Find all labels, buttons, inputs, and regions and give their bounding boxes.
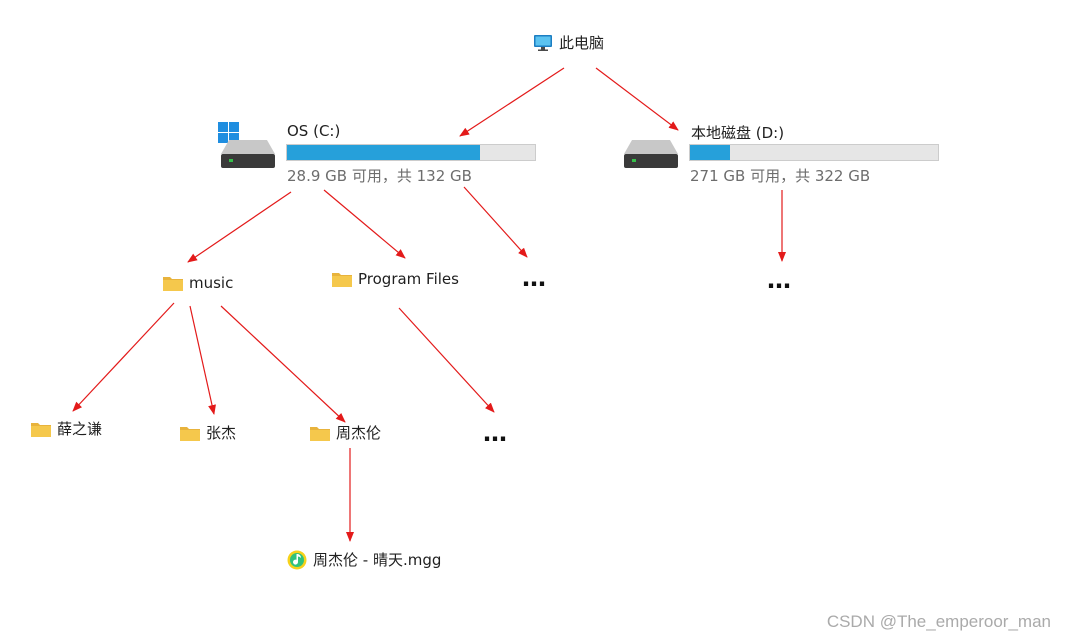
arrow-c-to-program-files: [323, 189, 406, 259]
drive-c-usage-text: 28.9 GB 可用，共 132 GB: [287, 167, 472, 185]
folder-zhang-label: 张杰: [206, 424, 237, 442]
folder-zhou-label: 周杰伦: [336, 424, 382, 442]
folder-icon: [163, 277, 183, 291]
arrow-pf-to-more: [398, 307, 495, 413]
hard-drive-icon: [624, 140, 678, 168]
folder-icon: [31, 423, 51, 437]
drive-c-usage-fill: [287, 145, 481, 160]
arrow-root-to-d: [595, 67, 679, 131]
drive-d-usage-fill: [690, 145, 730, 160]
folder-zhang[interactable]: 张杰: [180, 424, 236, 442]
folder-icon: [180, 427, 200, 441]
folder-icon: [332, 273, 352, 287]
windows-logo-icon: [218, 122, 239, 143]
hard-drive-icon: [221, 140, 275, 168]
folder-xue[interactable]: 薛之谦: [31, 420, 102, 438]
folder-zhou[interactable]: 周杰伦: [310, 424, 381, 442]
root-node[interactable]: 此电脑: [533, 34, 604, 52]
arrow-music-to-xue: [72, 302, 175, 412]
more-pf-ellipsis: …: [483, 419, 508, 447]
arrow-music-to-zhou: [220, 305, 346, 423]
drive-d-usage-text: 271 GB 可用，共 322 GB: [690, 167, 871, 185]
drive-d-usage-bar: [689, 144, 939, 161]
folder-xue-label: 薛之谦: [57, 420, 103, 438]
drive-d-name: 本地磁盘 (D:): [691, 124, 785, 142]
watermark: CSDN @The_emperoor_man: [826, 612, 1051, 631]
arrow-root-to-c: [459, 67, 565, 137]
drive-c[interactable]: OS (C:) 28.9 GB 可用，共 132 GB: [218, 122, 548, 188]
folder-music-label: music: [189, 274, 234, 292]
folder-program-files[interactable]: Program Files: [332, 270, 459, 288]
folder-icon: [310, 427, 330, 441]
arrow-c-to-music: [187, 191, 292, 263]
arrow-music-to-zhang: [189, 305, 216, 415]
arrow-c-to-more: [463, 186, 528, 258]
drive-c-name: OS (C:): [287, 122, 341, 140]
file-qingtian[interactable]: 周杰伦 - 晴天.mgg: [287, 550, 441, 570]
folder-program-files-label: Program Files: [358, 270, 459, 288]
file-qingtian-label: 周杰伦 - 晴天.mgg: [313, 551, 442, 569]
root-label: 此电脑: [559, 34, 605, 52]
drive-c-usage-bar: [286, 144, 536, 161]
more-d-ellipsis: …: [767, 266, 792, 294]
folder-music[interactable]: music: [163, 274, 233, 292]
qq-music-icon: [287, 550, 307, 570]
more-c-ellipsis: …: [522, 264, 547, 292]
monitor-icon: [534, 35, 552, 51]
drive-d[interactable]: 本地磁盘 (D:) 271 GB 可用，共 322 GB: [622, 122, 952, 188]
